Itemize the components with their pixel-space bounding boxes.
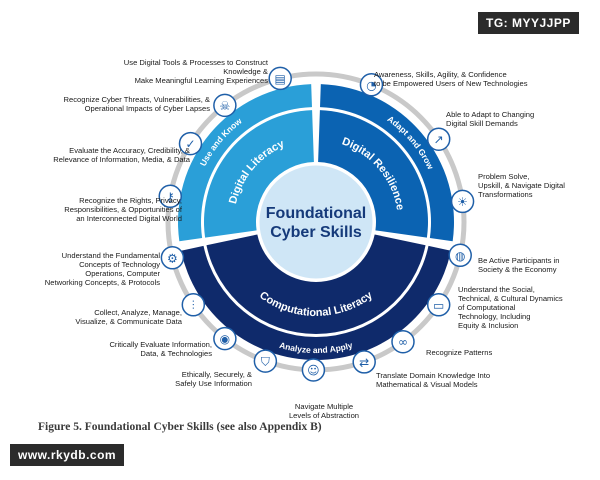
watermark-bottom-left: www.rkydb.com xyxy=(10,444,125,466)
gears-icon: ⚙ xyxy=(167,251,178,265)
icon-badge-7 xyxy=(253,349,278,373)
icon-badge-2 xyxy=(178,131,203,156)
skill-label: Ethically, Securely, & Safely Use Inform… xyxy=(175,370,252,388)
skill-label: Understand the Social, Technical, & Cult… xyxy=(458,285,563,330)
icon-badge-11 xyxy=(426,293,451,317)
skill-label: Understand the Fundamental Concepts of T… xyxy=(44,251,160,287)
icon-badge-1 xyxy=(213,93,237,118)
center-title-line-1: Foundational xyxy=(266,205,366,222)
center-circle xyxy=(256,162,376,282)
icon-badge-8 xyxy=(301,358,326,382)
globe-icon: ◍ xyxy=(455,249,466,263)
figure-caption: Figure 5. Foundational Cyber Skills (see… xyxy=(38,421,322,433)
skill-label: Be Active Participants in Society & the … xyxy=(478,256,560,274)
icon-badge-9 xyxy=(352,350,376,374)
segment-right-inner xyxy=(318,110,428,238)
trend-icon: ↗ xyxy=(434,133,444,147)
icon-badge-13 xyxy=(450,189,475,214)
sun-icon: ☀ xyxy=(457,195,468,209)
head-icon: ☺ xyxy=(307,363,320,377)
icon-badge-5 xyxy=(181,293,206,317)
icon-badge-0 xyxy=(268,66,292,91)
binoculars-icon: ∞ xyxy=(398,335,408,349)
watermark-top-right: TG: MYYJJPP xyxy=(478,12,579,34)
segment-left-outer xyxy=(177,84,312,242)
eye-icon: ◉ xyxy=(220,332,230,346)
sliders-icon: ⫶ xyxy=(192,298,195,312)
icon-badge-3 xyxy=(158,184,182,209)
skill-label: Translate Domain Knowledge Into Mathemat… xyxy=(376,371,491,389)
skill-label: Collect, Analyze, Manage, Visualize, & C… xyxy=(75,308,182,326)
ring-label-analyze-and-apply: Analyze and Apply xyxy=(278,340,354,355)
center-title-line-2: Cyber Skills xyxy=(270,224,362,241)
skill-label: Evaluate the Accuracy, Credibility, & Re… xyxy=(53,146,190,164)
key-icon: ⚷ xyxy=(166,190,175,204)
skill-label: Problem Solve, Upskill, & Navigate Digit… xyxy=(478,172,565,199)
skull-icon: ☠ xyxy=(219,99,230,113)
skill-label: Use Digital Tools & Processes to Constru… xyxy=(123,58,268,85)
skill-label: Awareness, Skills, Agility, & Confidence… xyxy=(374,70,528,88)
shield-check-icon: ⛉ xyxy=(261,355,270,369)
book-icon: ▤ xyxy=(275,72,286,86)
segment-bottom-inner xyxy=(206,234,426,335)
check-icon: ✓ xyxy=(185,137,195,151)
icon-badge-6 xyxy=(213,326,237,351)
icon-badge-10 xyxy=(391,329,415,354)
segment-bottom-outer xyxy=(181,245,451,361)
icon-badge-12 xyxy=(448,243,472,268)
transfer-icon: ⇄ xyxy=(359,355,369,369)
segment-left-inner xyxy=(204,110,314,238)
gauge-icon: ◔ xyxy=(366,78,376,92)
skill-label: Critically Evaluate Information, Data, &… xyxy=(109,340,212,358)
icon-badge-15 xyxy=(359,73,384,97)
skill-label: Recognize Cyber Threats, Vulnerabilities… xyxy=(63,95,210,113)
icon-badge-4 xyxy=(160,246,185,270)
monitor-icon: ▭ xyxy=(433,298,444,312)
skill-label: Able to Adapt to Changing Digital Skill … xyxy=(446,110,535,128)
icon-badge-14 xyxy=(426,127,451,151)
skill-label: Navigate Multiple Levels of Abstraction xyxy=(288,402,360,420)
skill-label: Recognize Patterns xyxy=(426,348,493,357)
skill-label: Recognize the Rights, Privacy, Responsib… xyxy=(64,196,182,223)
segment-right-outer xyxy=(320,84,454,242)
